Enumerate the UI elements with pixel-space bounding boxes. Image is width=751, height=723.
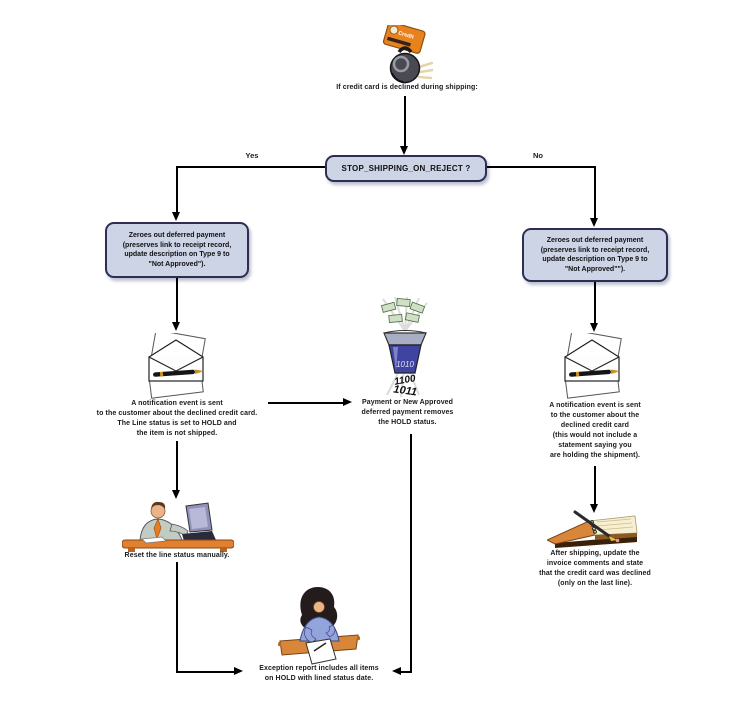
reset-bottom-arrowhead <box>234 667 243 675</box>
no-box-to-envelope-connector <box>594 282 596 323</box>
yes-connector-vertical <box>176 166 178 212</box>
no-notification-caption: A notification event is sent to the cust… <box>549 402 641 459</box>
no-process-box: Zeroes out deferred payment (preserves l… <box>522 228 668 282</box>
payment-bin-icon: 1010 1100 1011 <box>377 296 433 399</box>
reset-caption: Reset the line status manually. <box>124 552 230 559</box>
envelope-to-reset-arrowhead <box>172 490 180 499</box>
yes-connector-horizontal <box>176 166 325 168</box>
hold-release-bottom-connector <box>400 671 412 673</box>
man-at-computer-icon <box>121 498 235 552</box>
after-shipping-caption: After shipping, update the invoice comme… <box>539 550 651 587</box>
hold-release-connector <box>268 402 343 404</box>
svg-text:1100: 1100 <box>393 373 417 388</box>
no-box-to-envelope-arrowhead <box>590 323 598 332</box>
reset-down-connector <box>176 562 178 672</box>
yes-box-to-envelope-connector <box>176 278 178 322</box>
svg-text:1011: 1011 <box>393 383 418 397</box>
connector-top-arrowhead <box>400 146 408 155</box>
declined-credit-card-icon: Credit <box>377 21 435 85</box>
top-caption: If credit card is declined during shippi… <box>336 84 478 91</box>
no-connector-vertical <box>594 166 596 218</box>
hold-release-bottom-arrowhead <box>392 667 401 675</box>
envelope-letter-icon-right <box>556 329 630 399</box>
hold-release-arrowhead <box>343 398 352 406</box>
envelope-letter-icon <box>140 329 214 399</box>
yes-label: Yes <box>245 151 259 160</box>
svg-text:1010: 1010 <box>396 360 414 369</box>
invoice-ledger-icon <box>545 509 641 549</box>
yes-connector-arrowhead <box>172 212 180 221</box>
hold-release-caption: Payment or New Approved deferred payment… <box>361 399 454 426</box>
yes-notification-caption: A notification event is sent to the cust… <box>96 400 258 437</box>
no-label: No <box>533 151 543 160</box>
envelope-to-ledger-arrowhead <box>590 504 598 513</box>
envelope-to-reset-connector <box>176 441 178 490</box>
reset-bottom-connector <box>176 671 234 673</box>
woman-writing-icon <box>276 585 362 665</box>
no-process-box-text: Zeroes out deferred payment (preserves l… <box>540 237 650 273</box>
yes-process-box: Zeroes out deferred payment (preserves l… <box>105 222 249 278</box>
decision-box: STOP_SHIPPING_ON_REJECT ? <box>325 155 487 182</box>
hold-release-down-connector <box>410 434 412 672</box>
yes-process-box-text: Zeroes out deferred payment (preserves l… <box>122 232 232 268</box>
envelope-to-ledger-connector <box>594 466 596 504</box>
svg-text:Credit: Credit <box>397 30 414 40</box>
exception-caption: Exception report includes all items on H… <box>259 665 379 682</box>
yes-box-to-envelope-arrowhead <box>172 322 180 331</box>
connector-top-down <box>404 96 406 146</box>
no-connector-horizontal <box>487 166 596 168</box>
no-connector-arrowhead <box>590 218 598 227</box>
decision-label: STOP_SHIPPING_ON_REJECT ? <box>341 164 471 173</box>
